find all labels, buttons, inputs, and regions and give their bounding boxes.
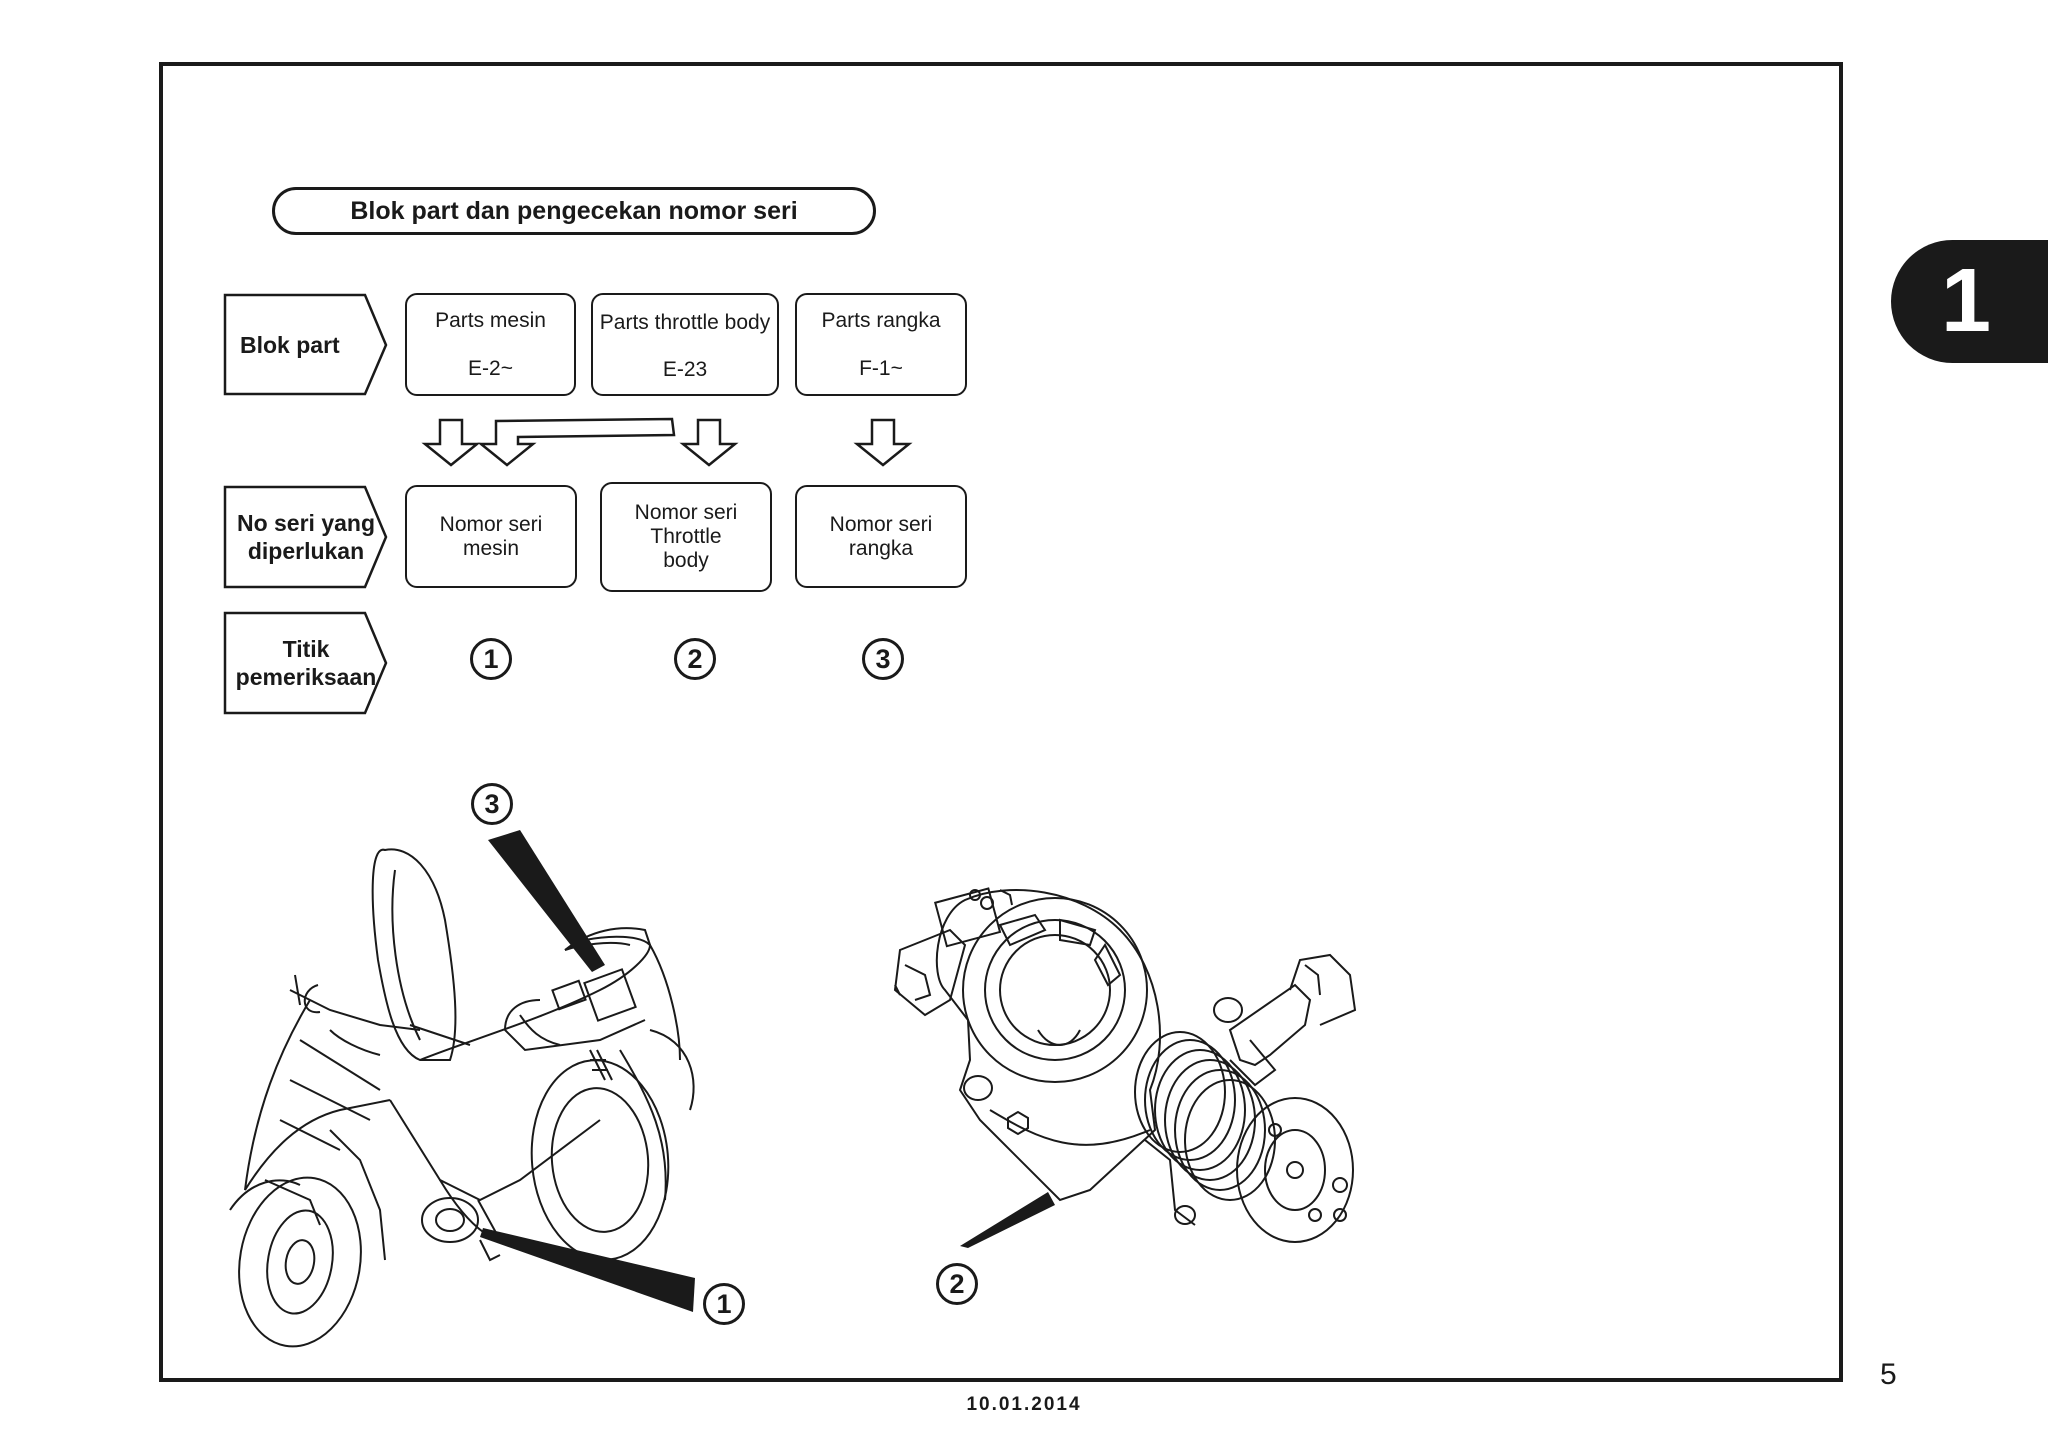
- block-name: Parts throttle body: [599, 311, 771, 334]
- block-box-mesin: Parts mesin E-2~: [405, 293, 576, 396]
- down-arrow-3: [853, 418, 913, 467]
- point-1-circle: 1: [470, 638, 512, 680]
- chapter-tab: [1891, 240, 2048, 363]
- block-code: E-23: [662, 358, 708, 381]
- row-label-no-seri: No seri yang diperlukan: [236, 510, 376, 564]
- down-arrow-2: [679, 418, 739, 467]
- row-arrow-no-seri: [223, 485, 388, 589]
- throttle-body-illustration: [893, 887, 1357, 1243]
- row-label-arrows: [223, 293, 388, 715]
- scooter-pointers: [480, 830, 695, 1312]
- callout-throttle-number: 2: [936, 1263, 978, 1305]
- block-code: E-2~: [468, 357, 513, 380]
- pointer-frame-number: [488, 830, 605, 972]
- flow-arrows: [421, 417, 913, 467]
- pointer-throttle-number: [960, 1192, 1055, 1248]
- row-label-titik: Titik pemeriksaan: [235, 636, 377, 690]
- row-label-blok-part: Blok part: [240, 332, 340, 358]
- pointer-engine-number: [480, 1228, 695, 1312]
- callout-frame-number: 3: [471, 783, 513, 825]
- chapter-number: 1: [1940, 251, 1992, 351]
- block-code: F-1~: [859, 357, 903, 380]
- block-name: Parts rangka: [821, 309, 941, 332]
- page-frame: [159, 62, 1843, 1382]
- row-arrow-titik: [223, 611, 388, 715]
- down-arrow-1: [421, 418, 481, 467]
- bent-arrow: [477, 417, 676, 467]
- block-name: Parts mesin: [435, 309, 546, 332]
- serial-label: Nomor seri mesin: [439, 512, 543, 560]
- callout-engine-number: 1: [703, 1283, 745, 1325]
- footer-date: 10.01.2014: [966, 1394, 1082, 1415]
- serial-label: Nomor seri rangka: [829, 512, 933, 560]
- serial-box-throttle: Nomor seri Throttle body: [600, 482, 772, 592]
- serial-box-mesin: Nomor seri mesin: [405, 485, 577, 588]
- block-box-rangka: Parts rangka F-1~: [795, 293, 967, 396]
- serial-label: Nomor seri Throttle body: [634, 501, 738, 572]
- block-box-throttle: Parts throttle body E-23: [591, 293, 779, 396]
- point-3-circle: 3: [862, 638, 904, 680]
- point-2-circle: 2: [674, 638, 716, 680]
- row-arrow-blok-part: [223, 293, 388, 396]
- serial-box-rangka: Nomor seri rangka: [795, 485, 967, 588]
- page-number: 5: [1880, 1358, 1897, 1391]
- section-title: Blok part dan pengecekan nomor seri: [272, 187, 876, 235]
